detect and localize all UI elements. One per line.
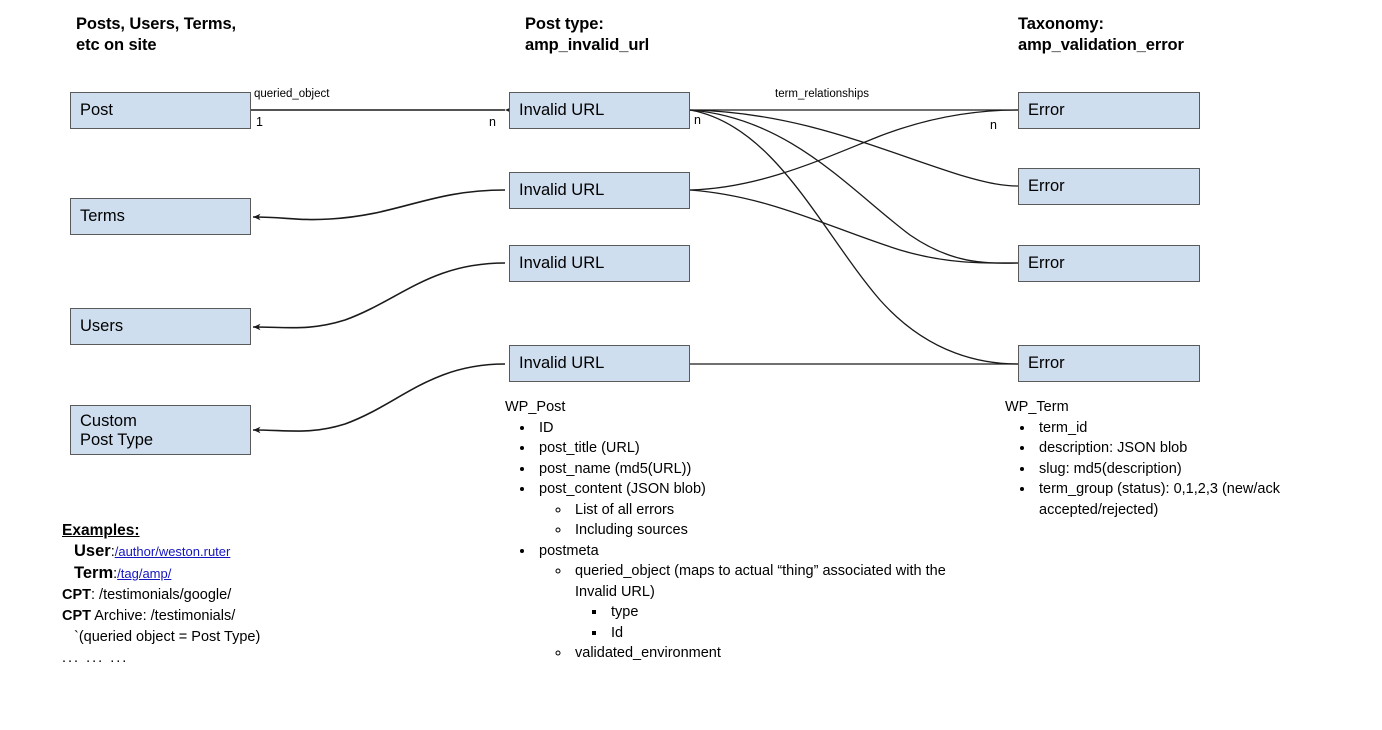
example-row-user: User:/author/weston.ruter <box>62 541 392 563</box>
example-ellipsis: ... ... ... <box>62 650 129 666</box>
example-row-cpt-archive: CPT Archive: /testimonials/ <box>62 606 392 627</box>
entity-box-post[interactable]: Post <box>70 92 251 129</box>
example-sep-cpt: : <box>91 587 96 603</box>
wp-post-postmeta-validated-environment: validated_environment <box>575 645 721 661</box>
wp-term-field-description: description: JSON blob <box>1039 440 1188 456</box>
entity-box-invalid-url-3[interactable]: Invalid URL <box>509 245 690 282</box>
wire-invalidurl1-to-error3 <box>689 109 1019 264</box>
entity-box-error-3[interactable]: Error <box>1018 245 1200 282</box>
entity-box-invalid-url-1[interactable]: Invalid URL <box>509 92 690 129</box>
list-item: post_title (URL) <box>535 438 975 459</box>
entity-box-terms[interactable]: Terms <box>70 198 251 235</box>
list-item: type <box>607 602 975 623</box>
wp-post-root-label: WP_Post <box>505 399 566 415</box>
wire-invalidurl1-to-error2 <box>689 109 1019 187</box>
wp-term-field-list: term_id description: JSON blob slug: md5… <box>1005 418 1335 521</box>
wire-invalidurl3-to-users <box>252 262 506 331</box>
wp-post-queried-object-sublist: type Id <box>571 602 975 643</box>
wp-post-post-content-errors: List of all errors <box>575 501 675 518</box>
example-key-cpt: CPT <box>62 587 91 603</box>
wp-term-field-term-group: term_group (status): 0,1,2,3 (new/ack ac… <box>1039 481 1280 518</box>
example-link-user[interactable]: /author/weston.ruter <box>114 544 231 559</box>
example-sep-term: : <box>113 566 118 582</box>
wp-post-field-postmeta: postmeta <box>539 542 599 559</box>
right-column-header: Taxonomy: amp_validation_error <box>1018 15 1184 54</box>
entity-box-custom-post-type[interactable]: Custom Post Type <box>70 405 251 455</box>
examples-title: Examples: <box>62 522 140 539</box>
wp-post-field-list: ID post_title (URL) post_name (md5(URL))… <box>505 418 975 664</box>
entity-box-invalid-url-2[interactable]: Invalid URL <box>509 172 690 209</box>
entity-box-users[interactable]: Users <box>70 308 251 345</box>
example-row-cpt: CPT: /testimonials/google/ <box>62 585 392 606</box>
wp-post-postmeta-queried-object: queried_object (maps to actual “thing” a… <box>575 563 946 600</box>
list-item: postmeta queried_object (maps to actual … <box>535 541 975 664</box>
wire-invalidurl4-to-custom-post-type <box>252 363 506 434</box>
example-key-term: Term <box>74 564 114 582</box>
wp-post-queried-object-id: Id <box>611 624 624 641</box>
wp-post-field-post-name: post_name (md5(URL)) <box>539 460 692 477</box>
example-key-user: User <box>74 542 111 560</box>
entity-box-error-1[interactable]: Error <box>1018 92 1200 129</box>
edge-label-queried-object: queried_object <box>254 88 330 100</box>
cardinality-term-relationships-left: n <box>694 113 701 127</box>
example-key-cpt-archive: CPT <box>62 608 91 624</box>
entity-box-error-4[interactable]: Error <box>1018 345 1200 382</box>
wire-invalidurl2-to-error3 <box>689 189 1019 264</box>
entity-box-invalid-url-4[interactable]: Invalid URL <box>509 345 690 382</box>
list-item: queried_object (maps to actual “thing” a… <box>571 561 975 643</box>
wire-invalidurl2-to-terms <box>252 189 506 221</box>
edge-label-term-relationships: term_relationships <box>775 88 869 100</box>
wp-post-field-id: ID <box>539 419 554 436</box>
list-item: post_content (JSON blob) List of all err… <box>535 479 975 541</box>
example-value-cpt-archive: Archive: /testimonials/ <box>91 608 236 624</box>
wp-post-structure: WP_Post ID post_title (URL) post_name (m… <box>505 397 975 664</box>
example-note: `(queried object = Post Type) <box>74 629 261 645</box>
list-item: term_group (status): 0,1,2,3 (new/ack ac… <box>1035 479 1335 520</box>
wp-term-structure: WP_Term term_id description: JSON blob s… <box>1005 397 1335 520</box>
wp-post-field-post-content: post_content (JSON blob) <box>539 481 706 497</box>
wp-post-queried-object-type: type <box>611 604 639 620</box>
list-item: Id <box>607 623 975 644</box>
middle-column-header: Post type: amp_invalid_url <box>525 15 650 54</box>
list-item: List of all errors <box>571 500 975 521</box>
list-item: ID <box>535 418 975 439</box>
list-item: Including sources <box>571 520 975 541</box>
wire-invalidurl1-to-error4 <box>689 109 1019 365</box>
wp-term-field-slug: slug: md5(description) <box>1039 460 1182 477</box>
wp-post-field-post-title: post_title (URL) <box>539 440 640 456</box>
wp-post-post-content-sources: Including sources <box>575 522 688 538</box>
cardinality-queried-object-left: 1 <box>256 115 263 129</box>
example-value-cpt: /testimonials/google/ <box>95 587 232 603</box>
wp-post-postmeta-sublist: queried_object (maps to actual “thing” a… <box>535 561 975 664</box>
cardinality-queried-object-right: n <box>489 115 496 129</box>
example-link-term[interactable]: /tag/amp/ <box>117 566 172 581</box>
examples-block: Examples: User:/author/weston.ruter Term… <box>62 520 392 669</box>
list-item: description: JSON blob <box>1035 438 1335 459</box>
list-item: term_id <box>1035 418 1335 439</box>
left-column-header: Posts, Users, Terms, etc on site <box>76 15 237 54</box>
list-item: slug: md5(description) <box>1035 459 1335 480</box>
list-item: validated_environment <box>571 643 975 664</box>
list-item: post_name (md5(URL)) <box>535 459 975 480</box>
example-row-term: Term:/tag/amp/ <box>62 563 392 585</box>
wire-invalidurl2-to-error1 <box>689 109 1019 191</box>
wp-post-post-content-sublist: List of all errors Including sources <box>535 500 975 541</box>
wp-term-field-term-id: term_id <box>1039 419 1088 436</box>
wp-term-root-label: WP_Term <box>1005 399 1069 415</box>
entity-box-error-2[interactable]: Error <box>1018 168 1200 205</box>
cardinality-term-relationships-right: n <box>990 118 997 132</box>
example-sep-user: : <box>110 544 115 560</box>
